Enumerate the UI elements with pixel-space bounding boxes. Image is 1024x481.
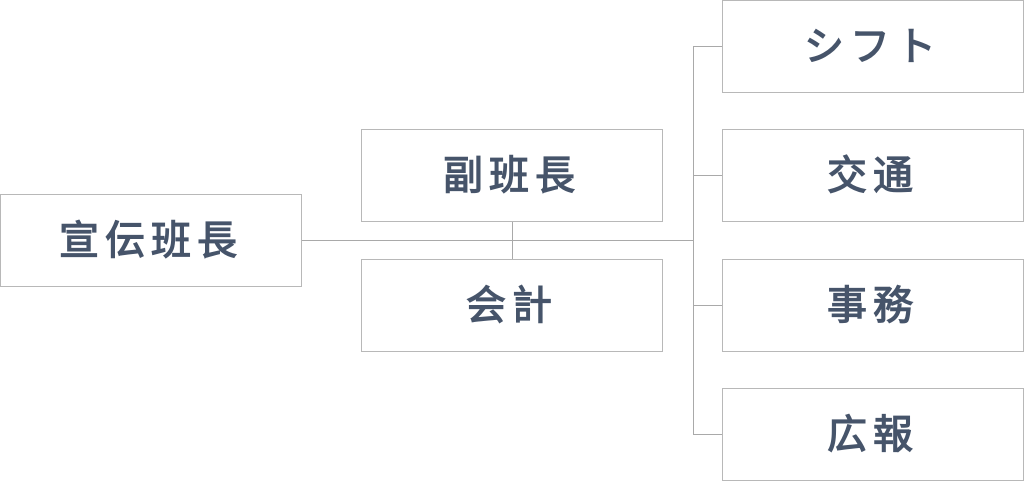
org-node-shift: シフト [722,0,1024,93]
org-node-label: 副班長 [443,151,581,199]
org-node-label: 会計 [466,281,558,329]
org-node-traffic: 交通 [722,129,1024,222]
org-node-label: 事務 [827,281,919,329]
org-node-accounting: 会計 [361,259,663,352]
org-node-label: 広報 [827,410,919,458]
org-node-public-relations: 広報 [722,388,1024,481]
org-node-vice-chief: 副班長 [361,129,663,222]
org-node-label: シフト [804,22,942,70]
org-node-publicity-chief: 宣伝班長 [0,194,302,287]
org-node-label: 交通 [827,151,919,199]
org-node-label: 宣伝班長 [59,216,243,264]
org-node-office-affairs: 事務 [722,259,1024,352]
